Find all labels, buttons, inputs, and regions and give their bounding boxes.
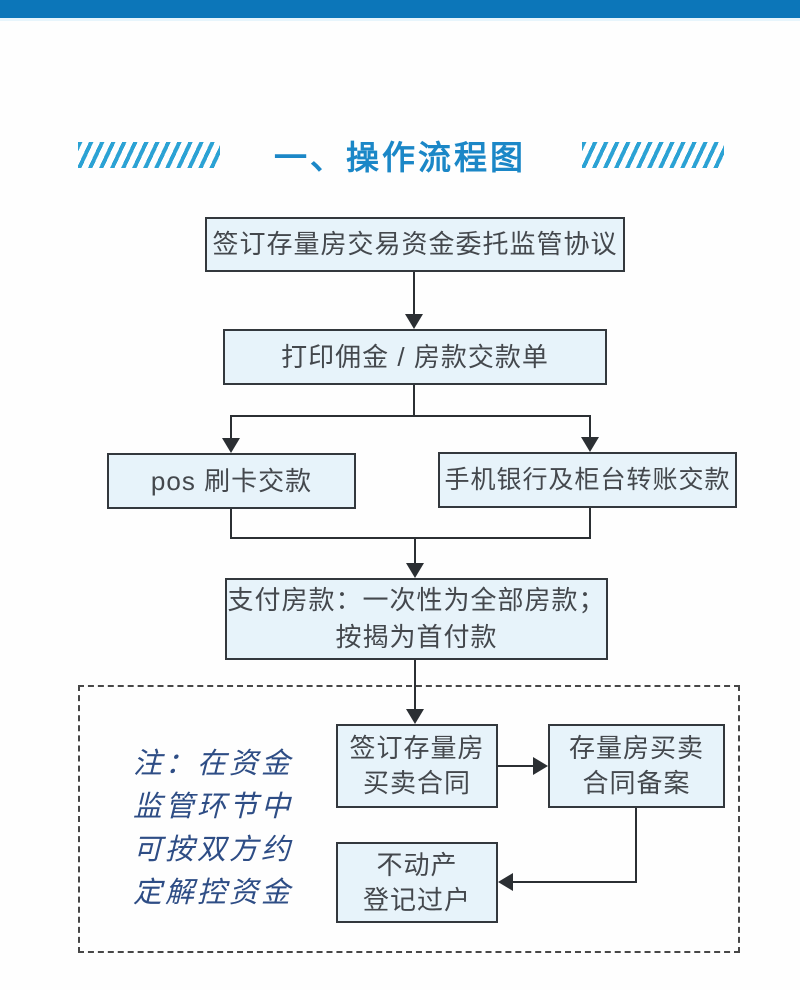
flow-node-label: pos 刷卡交款 — [150, 465, 313, 496]
section-header: 一、操作流程图 — [0, 130, 800, 180]
flow-node-contract-filing: 存量房买卖 合同备案 — [548, 724, 725, 808]
hatch-right-icon — [582, 142, 724, 168]
arrow-down-icon — [581, 437, 599, 452]
top-accent-bar — [0, 0, 800, 18]
escrow-note-group-box — [78, 685, 740, 953]
flow-node-label: 打印佣金 / 房款交款单 — [281, 341, 549, 372]
flow-node-label: 签订存量房交易资金委托监管协议 — [212, 229, 618, 259]
flow-node-sign-sale-contract: 签订存量房 买卖合同 — [336, 724, 498, 808]
arrow-left-icon — [498, 873, 513, 891]
flow-node-label: 手机银行及柜台转账交款 — [444, 465, 731, 494]
top-accent-bar-glow — [0, 18, 800, 21]
arrow-down-icon — [406, 563, 424, 578]
flow-node-pos-payment: pos 刷卡交款 — [107, 453, 356, 509]
flow-node-sign-escrow-agreement: 签订存量房交易资金委托监管协议 — [205, 217, 625, 272]
connector-line — [635, 808, 637, 883]
connector-line — [230, 415, 232, 440]
note-text: 注：在资金 监管环节中 可按双方约 定解控资金 — [133, 746, 294, 909]
flow-node-property-transfer: 不动产 登记过户 — [336, 842, 498, 923]
flow-node-pay-house-funds: 支付房款：一次性为全部房款； 按揭为首付款 — [225, 578, 608, 660]
connector-line — [414, 537, 416, 564]
page-title: 一、操作流程图 — [274, 139, 526, 176]
flow-node-label: 签订存量房 买卖合同 — [349, 733, 485, 798]
connector-line — [512, 881, 637, 883]
flow-node-label: 存量房买卖 合同备案 — [568, 733, 704, 798]
flow-node-print-payment-slip: 打印佣金 / 房款交款单 — [223, 329, 607, 385]
connector-line — [230, 509, 232, 539]
flow-node-bank-transfer-payment: 手机银行及柜台转账交款 — [438, 452, 737, 508]
connector-line — [230, 415, 591, 417]
hatch-left-icon — [78, 142, 220, 168]
arrow-down-icon — [406, 709, 424, 724]
connector-line — [230, 537, 591, 539]
arrow-right-icon — [533, 757, 548, 775]
connector-line — [413, 385, 415, 417]
flow-node-label: 支付房款：一次性为全部房款； 按揭为首付款 — [227, 585, 606, 652]
connector-line — [589, 508, 591, 539]
flow-node-label: 不动产 登记过户 — [362, 849, 471, 915]
connector-line — [589, 415, 591, 439]
arrow-down-icon — [405, 314, 423, 329]
connector-line — [413, 272, 415, 316]
arrow-down-icon — [222, 438, 240, 453]
connector-line — [498, 765, 535, 767]
